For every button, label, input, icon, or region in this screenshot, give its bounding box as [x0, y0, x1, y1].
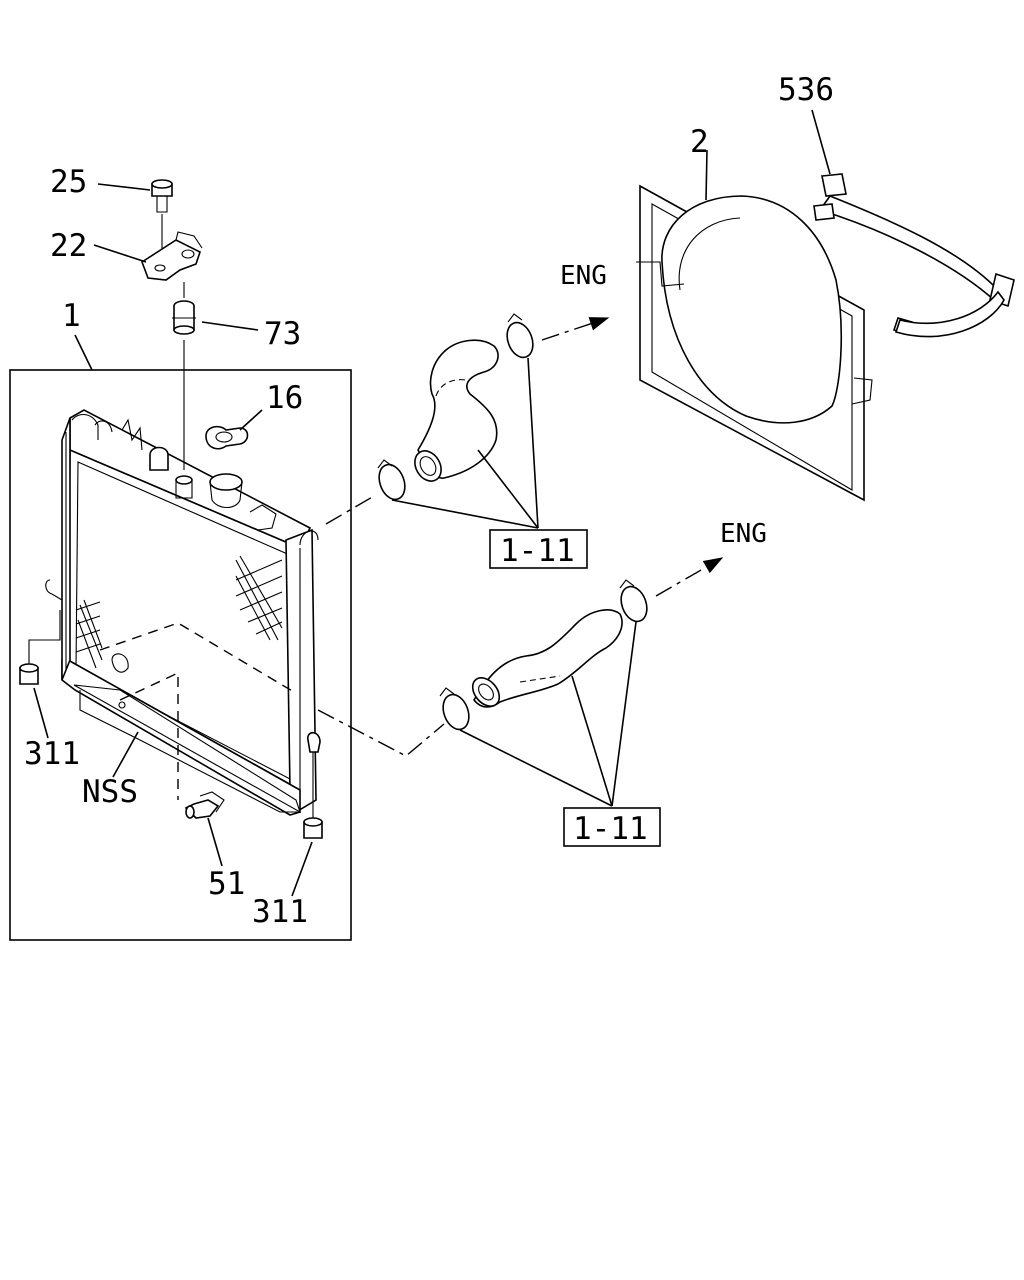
- bolt-25: [97, 179, 173, 268]
- label-eng-upper: ENG: [560, 261, 607, 291]
- ref-box-lower: [563, 807, 661, 847]
- hidden-line-1: [99, 622, 295, 693]
- drain-cock-51: [184, 791, 225, 867]
- bracket-22: [93, 231, 203, 298]
- ref-box-upper: [489, 529, 588, 569]
- label-311-left: 311: [24, 736, 80, 772]
- upper-hose-centerline: [325, 495, 375, 525]
- label-ref-upper: 1-11: [500, 533, 575, 569]
- label-2: 2: [690, 124, 709, 160]
- upper-hose: [414, 339, 499, 482]
- label-ref-lower: 1-11: [573, 811, 648, 847]
- upper-clamp-1: [377, 459, 406, 501]
- label-eng-lower: ENG: [720, 519, 767, 549]
- grommet-73: [172, 300, 259, 470]
- upper-clamp-2: [506, 313, 534, 359]
- arrow-eng-upper: [541, 317, 610, 341]
- strap-536: [811, 109, 1015, 338]
- bushing-311-left: [19, 610, 61, 739]
- label-51: 51: [208, 866, 245, 902]
- leader-1: [74, 334, 93, 371]
- label-73: 73: [264, 316, 301, 352]
- hidden-line-2: [119, 671, 179, 800]
- arrow-eng-lower: [655, 557, 724, 597]
- label-22: 22: [50, 228, 87, 264]
- bushing-311-right: [291, 731, 323, 897]
- radiator-assembly-box: [9, 369, 352, 941]
- fan-shroud: [636, 149, 873, 502]
- label-311-right: 311: [252, 894, 308, 930]
- radiator: [45, 409, 319, 816]
- label-536: 536: [778, 72, 834, 108]
- label-1: 1: [62, 298, 81, 334]
- radiator-cap-16: [205, 409, 263, 450]
- label-nss: NSS: [82, 774, 138, 810]
- lower-clamp-2: [619, 579, 648, 623]
- lower-hose: [471, 609, 623, 708]
- leader-nss: [112, 731, 139, 778]
- label-16: 16: [266, 380, 303, 416]
- label-25: 25: [50, 164, 87, 200]
- lower-hose-centerline: [317, 709, 445, 757]
- lower-clamp-1: [439, 687, 470, 731]
